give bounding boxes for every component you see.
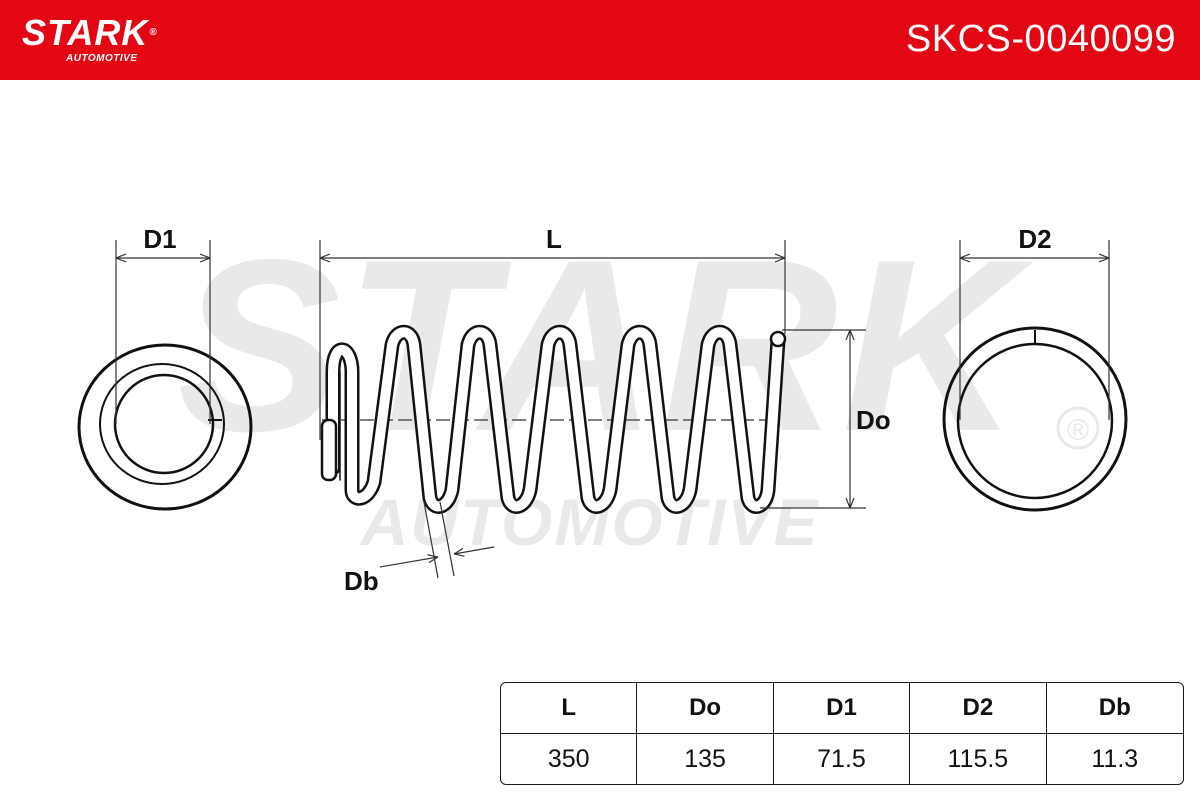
spec-table: L Do D1 D2 Db 350 135 71.5 115.5 11.3: [500, 682, 1184, 785]
end-view-right-outer: [942, 326, 1128, 512]
spring-technical-drawing: STARK AUTOMOTIVE ® D1 L Do: [77, 208, 1128, 596]
part-number: SKCS-0040099: [905, 18, 1176, 60]
spec-header-db: Db: [1046, 683, 1183, 734]
watermark-brand: STARK: [177, 208, 1034, 482]
spec-header-do: Do: [637, 683, 774, 734]
label-wire-diameter: Db: [344, 566, 379, 596]
spring-coil-fill: [328, 327, 783, 512]
spec-value-d2: 115.5: [910, 734, 1047, 784]
logo-subtitle: AUTOMOTIVE: [66, 53, 138, 64]
end-view-left-outer: [77, 343, 253, 511]
spec-value-do: 135: [637, 734, 774, 784]
watermark-registered-ring: [1056, 406, 1100, 450]
spec-header-l: L: [501, 683, 638, 734]
dimension-d1: [115, 240, 211, 424]
dimension-d2: [959, 240, 1110, 420]
header-bar: STARK® AUTOMOTIVE SKCS-0040099: [0, 0, 1200, 80]
end-view-left-inner: [113, 373, 215, 475]
logo-registered-mark: ®: [149, 27, 158, 38]
spec-table-header-row: L Do D1 D2 Db: [501, 683, 1183, 734]
spec-value-db: 11.3: [1091, 744, 1139, 773]
end-view-left-mid: [99, 363, 225, 485]
label-outer-diameter: Do: [856, 405, 891, 435]
spec-table-value-row: 350 135 71.5 115.5 11.3: [501, 734, 1183, 784]
label-length: L: [546, 224, 562, 254]
dimension-db: [379, 501, 495, 579]
label-d2: D2: [1018, 224, 1051, 254]
dimension-l: [319, 240, 786, 440]
label-d1: D1: [143, 224, 176, 254]
spring-end-view-right: [942, 326, 1128, 512]
dimension-do: [760, 329, 866, 509]
stark-logo: STARK® AUTOMOTIVE: [22, 12, 158, 65]
logo-brand-text: STARK: [22, 12, 149, 53]
spec-value-d1: 71.5: [774, 734, 911, 784]
spec-header-d2: D2: [910, 683, 1047, 734]
spring-end-cap: [320, 418, 338, 482]
spec-header-d1: D1: [773, 683, 911, 734]
watermark-registered-mark: ®: [1067, 414, 1089, 447]
spring-wire-end: [769, 330, 787, 348]
spring-side-view: [320, 324, 787, 514]
spec-value-l: 350: [501, 734, 638, 784]
spring-end-view-left: [77, 343, 253, 511]
